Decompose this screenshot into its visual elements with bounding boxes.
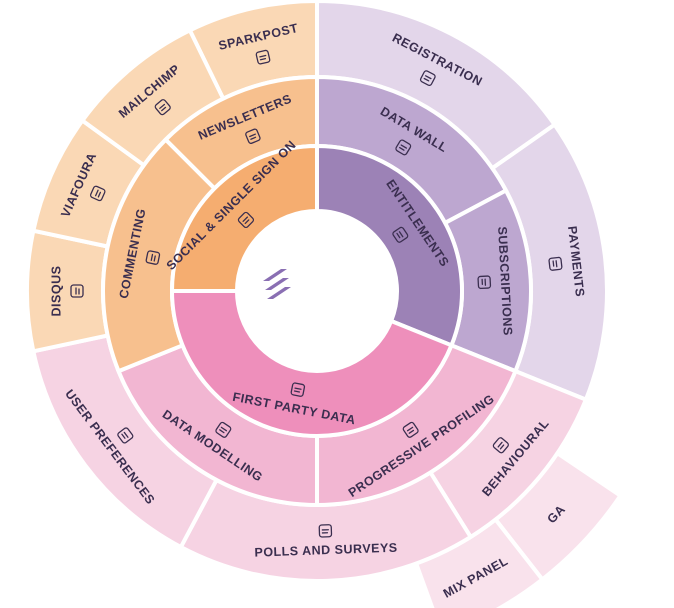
segment-first-party-data (169, 289, 455, 438)
profile-card-icon (402, 421, 419, 438)
segments-layer (25, 0, 624, 608)
label-group-disqus: DISQUS (49, 266, 63, 317)
database-icon (290, 382, 306, 397)
disqus-logo-icon (70, 284, 84, 298)
icons-layer (70, 49, 563, 538)
login-icon (237, 211, 255, 229)
brand-logo-icon (263, 269, 291, 299)
users-icon (117, 427, 134, 444)
label-group-polls-and-surveys: POLLS AND SURVEYS (254, 541, 398, 560)
user-plus-icon (419, 70, 436, 86)
tag-plus-icon (477, 275, 492, 290)
center-hole (239, 213, 395, 369)
wallet-icon (395, 139, 412, 156)
label-disqus: DISQUS (49, 266, 63, 317)
label-group-subscriptions: SUBSCRIPTIONS (495, 226, 515, 336)
segment-social-single-sign-on (169, 143, 319, 293)
segment-entitlements (315, 143, 464, 348)
newspaper-icon (245, 128, 261, 144)
label-subscriptions: SUBSCRIPTIONS (495, 226, 515, 336)
label-polls-and-surveys: POLLS AND SURVEYS (254, 541, 398, 560)
data-grid-icon (215, 421, 232, 438)
chat-bubbles-icon (145, 250, 161, 265)
flame-icon (255, 49, 271, 65)
segment-disqus (25, 228, 111, 354)
center-logo (239, 213, 395, 369)
survey-icon (318, 524, 333, 538)
mailchimp-logo-icon (154, 99, 171, 116)
badge-check-icon (392, 226, 409, 243)
brain-icon (492, 437, 509, 454)
card-icon (548, 256, 563, 271)
viafoura-logo-icon (89, 185, 106, 202)
